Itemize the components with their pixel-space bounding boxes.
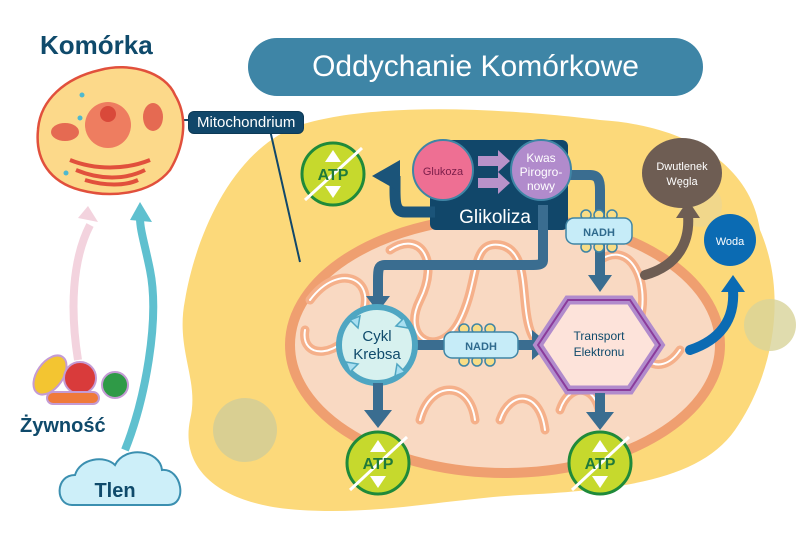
pointer-line [269,129,301,263]
co2-node [642,138,722,208]
co2-label-line1: Dwutlenek [656,161,708,173]
krebs-label-line1: Cykl [362,328,391,345]
page-title: Oddychanie Komórkowe [248,38,703,96]
arrow-head [676,200,700,218]
pyruvate-node [510,139,572,201]
pyruvate-to-krebs-arrow [373,205,548,298]
decor-spot [213,398,277,462]
co2-label-line2: Węgla [666,176,698,188]
atp-label: ATP [585,456,616,473]
cell-illustration [36,66,185,196]
oxygen-arrow-head [130,202,152,222]
arrow-head [366,296,390,312]
pyruvate-label-line2: Pirogro- [520,165,563,179]
cycle-arrows-icon [344,314,410,378]
oxygen-cloud [58,451,182,506]
pyruvate-label-line3: nowy [527,179,555,193]
oxygen-arrow [121,217,158,452]
atp-label: ATP [318,167,349,184]
etc-atp-arrow [595,393,605,415]
etc-label-line2: Elektronu [574,345,625,359]
water-arrow [685,285,739,355]
mitochondrion-callout: Mitochondrium [188,111,305,134]
pyruvate-label-line1: Kwas [526,151,555,165]
water-node [704,214,756,266]
nadh-etc-connector [516,340,536,350]
etc-label-line1: Transport [574,329,626,343]
co2-arrow [640,210,694,280]
arrow-head [588,275,612,292]
nadh-carrier-top [565,209,633,253]
glucose-node [412,139,474,201]
nadh-carrier-middle [443,323,519,367]
cell-title: Komórka [40,30,153,60]
atp-badge-krebs [345,430,411,496]
arrow-head [586,412,614,430]
hex-outline [536,299,662,391]
arrow-head [721,275,745,292]
food-arrow-head [78,206,98,222]
nadh-top-label: NADH [583,227,615,239]
arrow-head [372,160,400,192]
water-label: Woda [716,236,745,248]
glucose-arrow [478,150,510,172]
krebs-label-line2: Krebsa [353,346,401,363]
decor-spot [744,299,796,351]
krebs-atp-arrow [373,383,383,413]
food-label: Żywność [20,415,106,437]
pyruvate-to-etc-arrow [570,170,605,275]
glucose-label: Glukoza [423,166,464,178]
page-title-text: Oddychanie Komórkowe [312,50,639,83]
atp-badge-top [300,141,366,207]
glycolysis-label: Glikoliza [459,207,531,228]
food-icon [32,354,129,405]
oxygen-label: Tlen [94,480,135,502]
arrow-head [364,410,392,428]
atp-badge-etc [567,430,633,496]
krebs-nadh-connector [410,340,450,350]
food-arrow [69,223,94,361]
glycolysis-atp-arrow [389,176,435,218]
nadh-middle-label: NADH [465,341,497,353]
glucose-arrow [478,172,510,194]
atp-label: ATP [363,456,394,473]
